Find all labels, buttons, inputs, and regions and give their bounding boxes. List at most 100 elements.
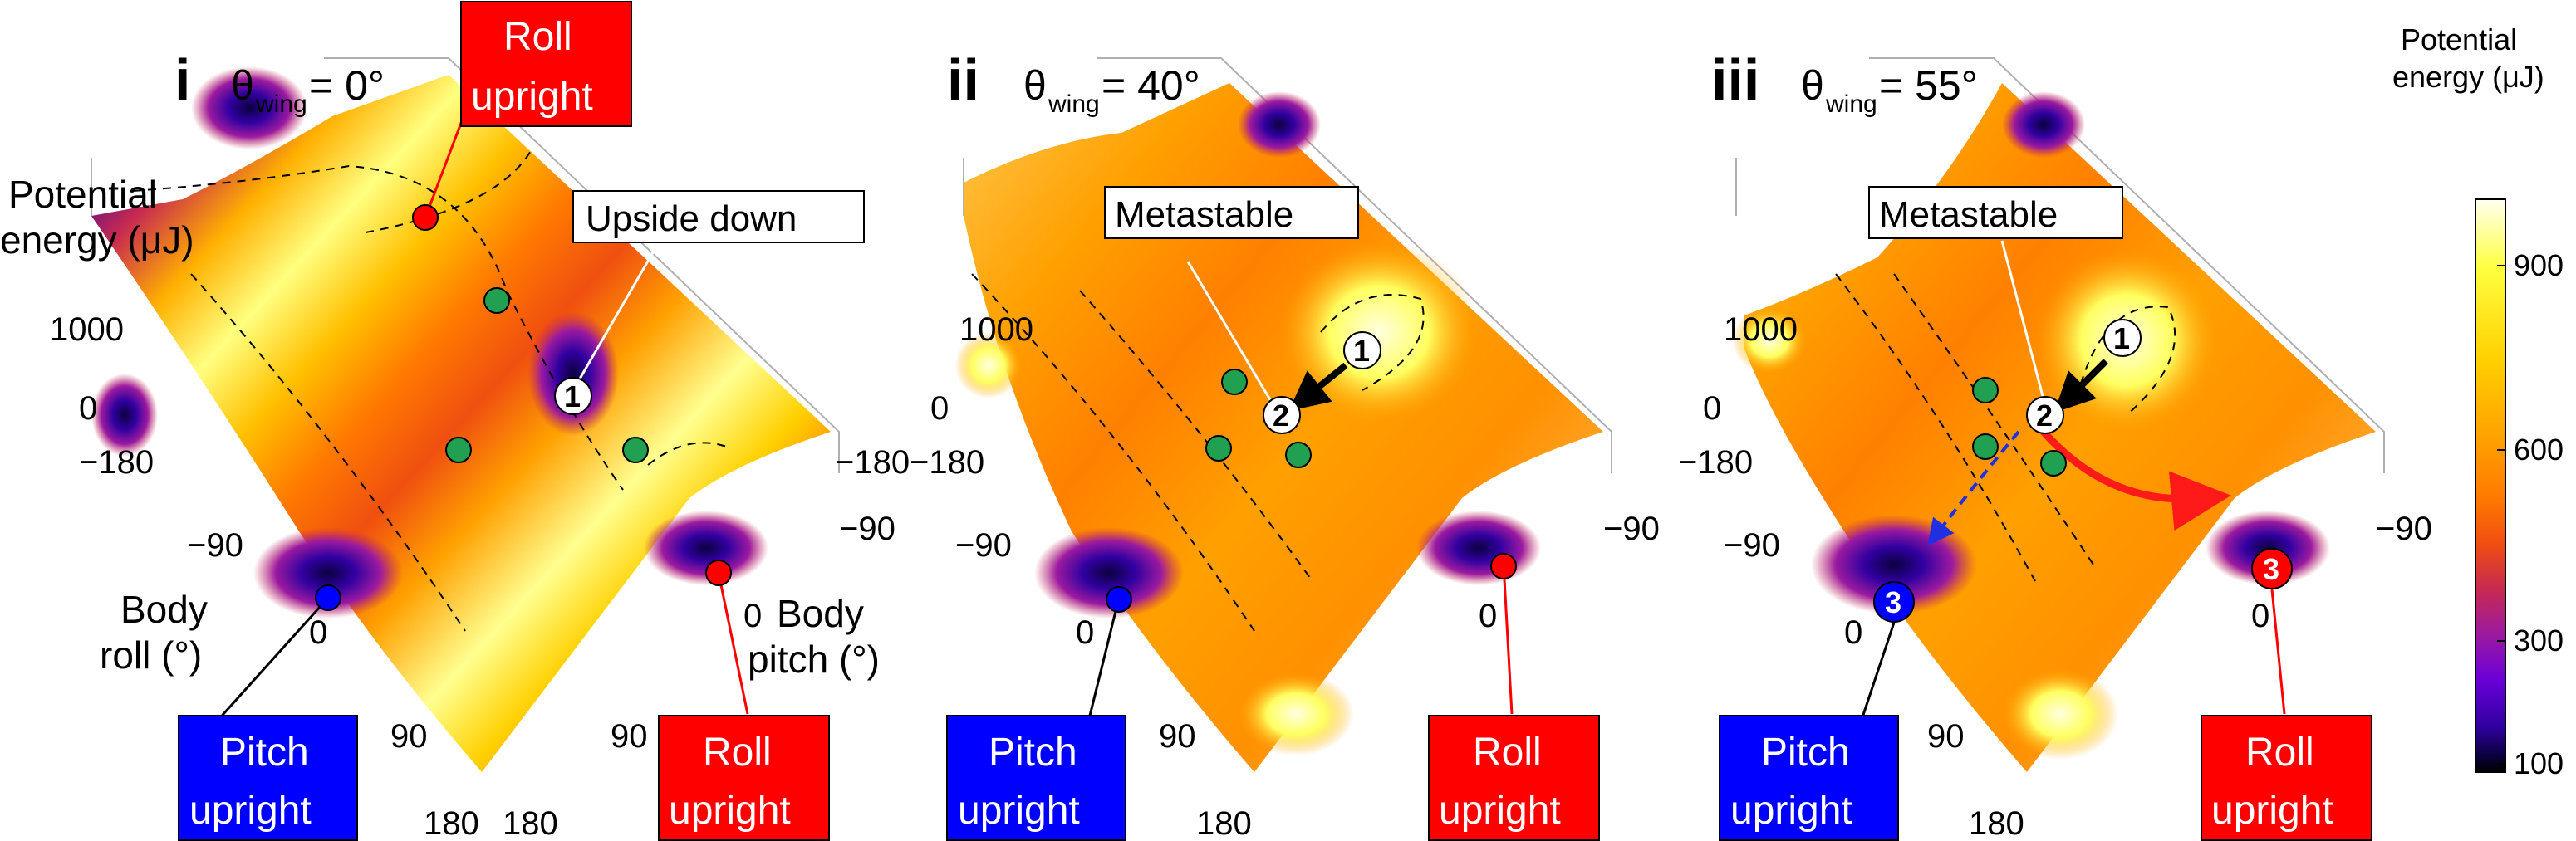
roll-tick-180-i: 180 [424, 805, 479, 841]
pitch-tick-0-i: 0 [743, 598, 762, 634]
well-roll-upright-i [644, 511, 768, 585]
well-pitch-upright-ii [1034, 527, 1184, 619]
roll-tick-180-ii: 180 [1196, 805, 1252, 841]
pitch-upright-point-ii [1106, 586, 1132, 613]
z-label-line2-i: energy (μJ) [0, 218, 194, 262]
colorbar: Potential energy (μJ) 900 600 300 100 [2392, 22, 2564, 780]
theta-value-iii: = 55° [1879, 62, 1978, 109]
z-tick-1000-iii: 1000 [1724, 311, 1798, 348]
peak-left-ii [955, 332, 1022, 398]
peak-left-iii [1732, 307, 1807, 374]
well-pitch-upright-i [253, 527, 403, 619]
z-tick-1000-ii: 1000 [959, 311, 1033, 348]
z-tick-0-iii: 0 [1703, 390, 1721, 427]
surface-i [91, 75, 831, 772]
pitch-upright-line1-i: Pitch [220, 731, 309, 775]
well-top-iii [2002, 91, 2085, 158]
callout-leader-roll-bottom-i [717, 572, 749, 715]
basin-boundaries-iii [1835, 273, 2176, 582]
panel-label-iii: iii [1711, 47, 1759, 112]
callout-leader-roll-ii [1502, 564, 1514, 715]
metastable-label-ii: Metastable [1115, 194, 1293, 235]
colorbar-gradient [2475, 198, 2506, 773]
panel-i: 1000 0 Potential energy (μJ) −180 −90 0 … [0, 1, 910, 841]
roll-upright-point-ii [1490, 553, 1517, 579]
roll-upright-line2-ii: upright [1439, 789, 1561, 833]
roll-upright-callout-bottom-i [658, 715, 830, 841]
theta-symbol-iii: θ [1801, 62, 1824, 109]
roll-tick-neg180-iii: −180 [1678, 444, 1753, 481]
colorbar-title-line2: energy (μJ) [2392, 60, 2544, 94]
saddle-point-3-iii [2040, 450, 2067, 477]
well-roll-upright-ii [1416, 511, 1541, 585]
marker-2-ii [1263, 396, 1301, 434]
transition-arrow-1-2-ii [1288, 362, 1348, 411]
saddle-point-1-i [483, 287, 510, 314]
roll-tick-90-ii: 90 [1159, 718, 1196, 755]
basin-boundaries-ii [971, 273, 1425, 632]
roll-upright-line2-iii: upright [2211, 789, 2333, 833]
pitch-tick-0-iii: 0 [2251, 598, 2269, 634]
transition-arrow-1-2-iii [2054, 359, 2108, 413]
colorbar-tick-300: 300 [2514, 623, 2564, 658]
theta-symbol-i: θ [231, 62, 254, 109]
colorbar-tick-900: 900 [2514, 248, 2564, 282]
roll-label-line2-i: roll (°) [100, 633, 202, 677]
roll-tick-180-iii: 180 [1969, 805, 2024, 841]
well-roll-upright-top [191, 66, 307, 149]
roll-upright-bottom-line1-i: Roll [703, 731, 772, 775]
theta-sub-iii: wing [1825, 90, 1877, 118]
transition-arrow-pitch-iii [1927, 430, 2020, 546]
annotation-leader-i [572, 232, 666, 391]
theta-sub-i: wing [255, 90, 307, 118]
pitch-upright-line2-ii: upright [958, 789, 1080, 833]
pitch-label-line1-i: Body [777, 592, 864, 635]
panel-label-ii: ii [947, 47, 979, 112]
saddle-point-1-ii [1221, 369, 1248, 395]
marker-1-label-ii: 1 [1353, 334, 1370, 368]
panel-label-i: i [174, 47, 190, 112]
marker-1-ii [1343, 331, 1381, 369]
transition-arrow-roll-iii [2040, 429, 2231, 531]
axis-box-i [91, 57, 840, 473]
roll-tick-0-ii: 0 [1076, 614, 1094, 651]
pitch-upright-point-i [315, 584, 341, 611]
marker-3-roll-iii [2251, 548, 2293, 589]
panel-iii: Metastable 1000 0 −180 −90 0 90 180 −90 … [1678, 47, 2432, 841]
pitch-upright-callout-i [178, 715, 358, 841]
pitch-tick-neg90-ii: −90 [1603, 511, 1660, 547]
roll-upright-top-line2-i: upright [471, 75, 593, 119]
roll-upright-callout-ii [1428, 715, 1600, 841]
annotation-leader-iii [2000, 240, 2049, 416]
roll-upright-line1-iii: Roll [2245, 731, 2314, 775]
theta-value-ii: = 40° [1102, 62, 1200, 109]
panel-ii: Metastable 1000 0 −180 −90 0 90 180 −90 … [910, 47, 1660, 841]
roll-upright-bottom-line2-i: upright [669, 789, 791, 833]
z-tick-0-i: 0 [79, 390, 97, 427]
saddle-point-3-i [622, 437, 649, 463]
roll-tick-neg90-iii: −90 [1724, 527, 1780, 564]
callout-leader-pitch-iii [1859, 622, 1896, 723]
roll-tick-neg90-ii: −90 [955, 527, 1012, 564]
roll-tick-neg90-i: −90 [187, 527, 243, 564]
pitch-label-line2-i: pitch (°) [748, 638, 880, 681]
z-label-line1-i: Potential [8, 173, 157, 216]
saddle-point-2-i [445, 437, 472, 463]
pitch-tick-180-i: 180 [503, 805, 558, 841]
pitch-upright-callout-ii [946, 715, 1126, 841]
z-tick-0-ii: 0 [930, 390, 949, 427]
marker-1-iii [2103, 319, 2142, 357]
roll-tick-0-iii: 0 [1844, 614, 1862, 651]
upside-down-label: Upside down [586, 198, 797, 239]
marker-1-i [554, 377, 592, 415]
roll-upright-line1-ii: Roll [1473, 731, 1542, 775]
pitch-upright-line2-iii: upright [1730, 789, 1852, 833]
z-tick-1000-i: 1000 [50, 311, 124, 348]
metastable-box-iii [1868, 186, 2123, 239]
well-top-ii [1238, 91, 1321, 158]
metastable-label-iii: Metastable [1879, 194, 2058, 235]
pitch-tick-neg180-i: −180 [835, 444, 910, 481]
saddle-point-2-ii [1205, 435, 1232, 462]
pitch-tick-neg90-i: −90 [839, 511, 895, 547]
